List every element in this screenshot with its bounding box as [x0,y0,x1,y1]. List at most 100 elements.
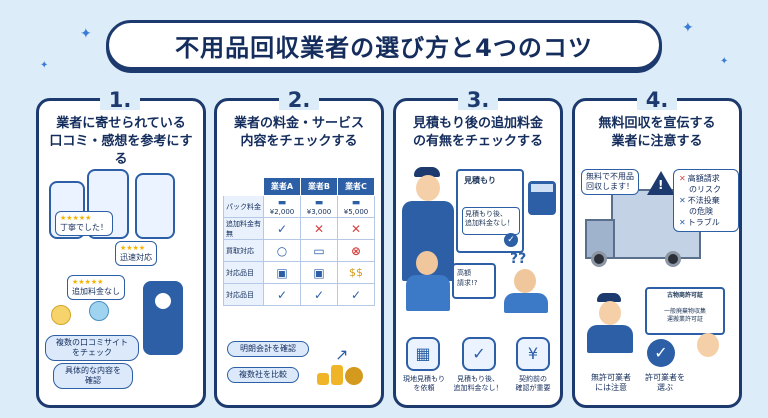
sparkle-icon: ✦ [40,60,49,71]
price-text: ¥5,000 [343,207,369,216]
table-header: 業者B [300,177,338,196]
table-cell: ▬¥5,000 [337,195,375,218]
cross-icon: ✕ [679,218,686,227]
note-text: 複数の口コミサイト [56,338,128,347]
money-bag-icon: $$ [349,266,363,279]
review-bubble: ★★★★★ 丁寧でした！ [55,211,113,236]
risk-text: 不法投棄 [687,196,720,205]
truck-wheel [591,251,607,267]
sign-text: 無料で不用品 [586,172,634,181]
icon-caption: 無許可業者 には注意 [579,373,643,393]
hand-phone-illustration [143,281,183,355]
price-text: ¥3,000 [306,207,332,216]
banknote-icon: ¥ [516,337,550,371]
caption-line: 追加料金なし！ [453,384,503,392]
price-comparison-table: 業者A 業者B 業者C パック料金 ▬¥2,000 ▬¥3,000 ▬¥5,00… [223,177,375,306]
appliance-icon: ▣ [313,265,325,280]
caption-line: には注意 [595,383,627,392]
table-cell: ✓ [263,217,301,240]
note-text: 明朗会計を確認 [240,344,296,353]
card-number: 2. [279,88,319,112]
doc-note-line: 追加料金なし！ [465,219,514,227]
worker-cap [414,167,440,177]
star-rating-icon: ★★★★ [120,244,146,252]
customer-head [514,269,536,293]
risk-item: の危険 [679,206,733,217]
caption-line: を依頼 [413,384,435,392]
tip-note-pill: 明朗会計を確認 [227,341,309,357]
card-heading: 業者に寄せられている 口コミ・感想を参考にする [39,115,203,169]
check-icon: ✓ [276,221,288,236]
sparkle-icon: ✦ [720,56,729,67]
page-title: 不用品回収業者の選び方と4つのコツ [175,33,593,62]
review-bubble: ★★★★ 迅速対応 [115,241,157,266]
table-cell: ▣ [263,261,301,284]
table-cell: ✓ [300,283,338,306]
table-corner [223,177,264,196]
license-text: 古物商許可証 [666,292,703,299]
card-heading: 業者の料金・サービス 内容をチェックする [217,115,381,151]
star-rating-icon: ★★★★★ [60,214,92,222]
person-head [697,333,719,357]
cross-icon: ✕ [679,174,686,183]
icon-caption: 契約前の 確認が重要 [506,375,560,393]
customer-body [504,293,548,313]
table-cell: ✓ [263,283,301,306]
cross-icon: ✕ [679,196,686,205]
card-heading: 見積もり後の追加料金 の有無をチェックする [396,115,560,151]
table-cell: ○ [263,239,301,262]
table-row: 対応品目 ✓ ✓ ✓ [223,283,375,306]
truck-icon: ▬ [277,197,287,208]
sparkle-icon: ✦ [682,20,694,36]
caption-line: 無許可業者 [591,373,631,382]
worker-body [587,325,633,353]
worker-cap [597,293,621,302]
license-certificate: 古物商許可証 一般廃棄物収集 運搬業許可証 [645,287,725,335]
icon-caption: 見積もり後、 追加料金なし！ [448,375,508,393]
calculator-icon: ▦ [406,337,440,371]
smiley-face-icon [89,301,109,321]
row-label: パック料金 [223,195,264,218]
appliance-icon: ▣ [276,265,288,280]
card-heading-line: 口コミ・感想を参考にする [49,134,193,167]
card-heading-line: 無料回収を宣伝する [598,116,716,131]
risk-text: の危険 [689,207,713,216]
risk-item: のリスク [679,184,733,195]
phone-illustration [135,173,175,239]
check-icon: ✓ [313,287,325,302]
risk-item: ✕トラブル [679,217,733,228]
table-cell: ✕ [300,217,338,240]
row-label: 追加料金有無 [223,217,264,240]
check-icon: ✓ [647,339,675,367]
caption-line: 選ぶ [657,383,673,392]
caption-line: 契約前の [519,375,547,383]
sign-text: 回収します！ [586,182,634,191]
review-text: 迅速対応 [120,253,152,262]
tip-card-4: 無料回収を宣伝する 業者に注意する 無料で不用品 回収します！ ! ✕高額請求 … [572,98,742,408]
table-row: パック料金 ▬¥2,000 ▬¥3,000 ▬¥5,000 [223,195,375,218]
card-heading-line: の有無をチェックする [412,134,543,149]
cross-icon: ✕ [313,221,325,236]
card-heading: 無料回収を宣伝する 業者に注意する [575,115,739,151]
check-icon: ✓ [276,287,288,302]
risk-item: ✕不法投棄 [679,195,733,206]
calculator-illustration [528,181,556,215]
sofa-icon: ▭ [313,243,325,258]
card-heading-line: 見積もり後の追加料金 [412,116,543,131]
table-cell: ▭ [300,239,338,262]
price-text: ¥2,000 [269,207,295,216]
sparkle-icon: ✦ [80,26,92,42]
tip-card-2: 業者の料金・サービス 内容をチェックする 業者A 業者B 業者C パック料金 ▬… [214,98,384,408]
risk-item: ✕高額請求 [679,173,733,184]
customer-head [416,251,438,275]
bill-text: 請求!? [457,279,478,287]
table-cell: $$ [337,261,375,284]
cross-icon: ✕ [350,221,362,236]
bill-text: 高額 [457,269,471,277]
check-icon: ✓ [504,233,518,247]
card-heading-line: 業者に寄せられている [56,116,186,131]
table-row: 買取対応 ○ ▭ ⊗ [223,239,375,262]
review-text: 追加料金なし [72,287,120,296]
icon-caption: 許可業者を 選ぶ [635,373,695,393]
table-cell: ▬¥3,000 [300,195,338,218]
